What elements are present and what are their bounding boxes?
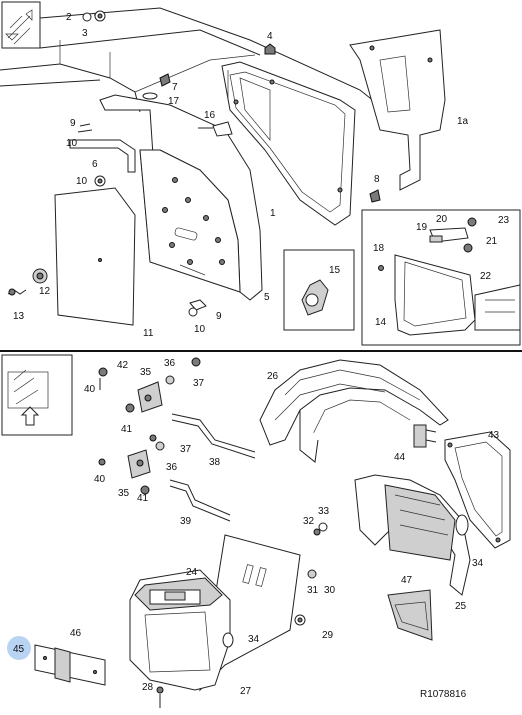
callout-10a: 10 [66, 138, 78, 149]
callout-9a: 9 [70, 118, 76, 129]
callout-46: 46 [70, 628, 82, 639]
callout-6: 6 [92, 159, 98, 170]
callout-10c: 10 [194, 324, 206, 335]
callout-highlight-45 [7, 636, 31, 660]
callout-41b: 41 [137, 493, 149, 504]
top-hardware [7, 10, 381, 317]
callout-32: 32 [303, 516, 315, 527]
clamp-44 [413, 424, 437, 448]
callout-47: 47 [401, 575, 413, 586]
callout-28: 28 [142, 682, 154, 693]
flap-47 [387, 589, 433, 641]
callout-25: 25 [455, 601, 467, 612]
callout-2: 2 [66, 12, 72, 23]
callout-23: 23 [498, 215, 510, 226]
callout-8: 8 [374, 174, 380, 185]
orientation-icon-top [1, 1, 41, 49]
callout-35a: 35 [140, 367, 152, 378]
drawing-reference: R1078816 [420, 689, 467, 700]
callout-37b: 37 [180, 444, 192, 455]
callout-44: 44 [394, 452, 406, 463]
inset-box-15 [283, 249, 355, 331]
bracket-43 [444, 431, 511, 549]
callout-29: 29 [322, 630, 334, 641]
rods [169, 413, 256, 522]
inset-box-right [361, 209, 521, 346]
callout-39: 39 [180, 516, 192, 527]
callout-19: 19 [416, 222, 428, 233]
callout-41a: 41 [121, 424, 133, 435]
callout-10b: 10 [76, 176, 88, 187]
callout-12: 12 [39, 286, 51, 297]
callout-5: 5 [264, 292, 270, 303]
callout-37a: 37 [193, 378, 205, 389]
callout-40b: 40 [94, 474, 106, 485]
callout-7: 7 [172, 82, 178, 93]
callout-24: 24 [186, 567, 198, 578]
orientation-icon-bottom [1, 354, 73, 436]
fender-26 [259, 359, 449, 463]
callout-45: 45 [13, 644, 25, 655]
callout-1a: 1a [457, 116, 469, 127]
callout-36a: 36 [164, 358, 176, 369]
callout-16: 16 [204, 110, 216, 121]
callout-14: 14 [375, 317, 387, 328]
callout-9b: 9 [216, 311, 222, 322]
callout-4: 4 [267, 31, 273, 42]
mudguard-25 [354, 474, 471, 596]
callout-36b: 36 [166, 462, 178, 473]
callout-34b: 34 [472, 558, 484, 569]
callout-18: 18 [373, 243, 385, 254]
callout-22: 22 [480, 271, 492, 282]
spray-flap-11 [54, 187, 136, 326]
callout-31: 31 [307, 585, 319, 596]
callout-38: 38 [209, 457, 221, 468]
callout-42: 42 [117, 360, 129, 371]
callout-13: 13 [13, 311, 25, 322]
callout-26: 26 [267, 371, 279, 382]
callout-34a: 34 [248, 634, 260, 645]
strut-6 [69, 139, 136, 173]
mudguard-bracket-1 [221, 61, 356, 226]
callout-30: 30 [324, 585, 336, 596]
callout-43: 43 [488, 430, 500, 441]
callout-15: 15 [329, 265, 341, 276]
callout-21: 21 [486, 236, 498, 247]
callout-11: 11 [143, 328, 154, 339]
callout-33: 33 [318, 506, 330, 517]
bracket-24 [129, 569, 231, 691]
callout-35b: 35 [118, 488, 130, 499]
bracket-1a [349, 29, 446, 191]
callout-40a: 40 [84, 384, 96, 395]
bracket-35-assemblies [98, 357, 328, 708]
callout-20: 20 [436, 214, 448, 225]
callout-27: 27 [240, 686, 252, 697]
callout-labels: 2 3 4 7 17 9 10 16 6 10 1a 8 1 5 11 12 1… [13, 12, 510, 697]
callout-3: 3 [82, 28, 88, 39]
plate-45-46 [34, 644, 106, 686]
callout-17: 17 [168, 96, 180, 107]
callout-1: 1 [270, 208, 276, 219]
